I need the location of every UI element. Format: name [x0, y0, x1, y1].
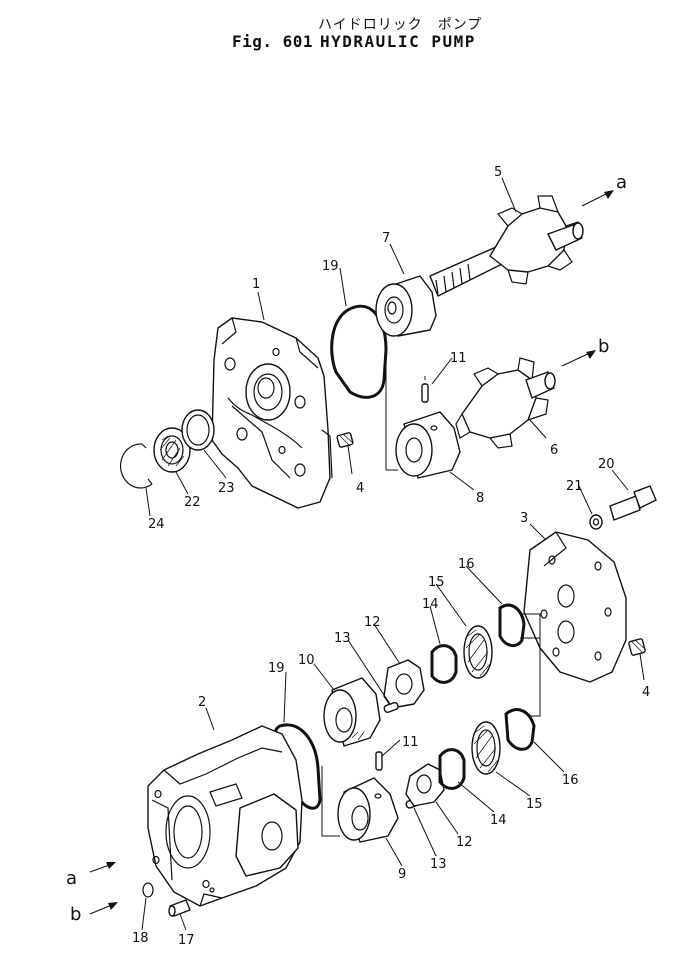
callout-17: 17: [178, 933, 195, 948]
callout-20: 20: [598, 457, 615, 472]
part-8-bushing: [395, 411, 461, 479]
flow-label-b-bottom: b: [70, 904, 81, 925]
callout-3: 3: [520, 511, 528, 526]
callout-4-upper: 4: [356, 481, 364, 496]
part-12-seal-plate-upper: [383, 659, 425, 709]
flow-label-a-bottom: a: [66, 868, 77, 889]
part-23-seal: [181, 409, 215, 451]
leader-lines: [141, 177, 645, 931]
callout-5: 5: [494, 165, 502, 180]
callout-16-lower: 16: [562, 773, 579, 788]
part-16-gasket-lower: [504, 708, 536, 751]
callout-11-upper: 11: [450, 351, 467, 366]
callout-14-upper: 14: [422, 597, 439, 612]
callout-13-lower: 13: [430, 857, 447, 872]
part-6-driven-gear: [455, 357, 556, 449]
callout-12-lower: 12: [456, 835, 473, 850]
callout-19-lower: 19: [268, 661, 285, 676]
callout-4-right: 4: [642, 685, 650, 700]
callout-10: 10: [298, 653, 315, 668]
callout-21: 21: [566, 479, 583, 494]
callout-2: 2: [198, 695, 206, 710]
part-20-bolt: [609, 485, 657, 521]
part-22-bearing: [153, 427, 191, 473]
flow-label-b-top: b: [598, 336, 609, 357]
part-18-ring: [142, 882, 154, 898]
part-12-seal-plate-lower: [405, 763, 445, 807]
callout-18: 18: [132, 931, 149, 946]
part-21-washer: [589, 514, 603, 530]
part-13-pin-upper: [383, 701, 399, 714]
callout-7: 7: [382, 231, 390, 246]
part-3-rear-cover: [523, 531, 627, 683]
callout-1: 1: [252, 277, 260, 292]
callout-12-upper: 12: [364, 615, 381, 630]
callout-24: 24: [148, 517, 165, 532]
part-16-gasket-upper: [498, 603, 526, 647]
part-9-bushing: [337, 777, 399, 843]
callout-13-upper: 13: [334, 631, 351, 646]
callout-14-lower: 14: [490, 813, 507, 828]
assembly-guide-lines: [321, 350, 541, 837]
part-24-snap-ring: [120, 443, 153, 489]
flow-label-a-top: a: [616, 172, 627, 193]
part-1-front-cover: [211, 317, 333, 509]
part-11-pin-lower: [375, 751, 383, 771]
part-15-bearing-upper: [463, 625, 493, 679]
part-2-pump-body: [147, 725, 303, 907]
callout-15-lower: 15: [526, 797, 543, 812]
part-17-dowel: [168, 899, 191, 917]
part-7-bushing: [375, 275, 437, 337]
part-14-seal-lower: [438, 748, 466, 790]
callout-6: 6: [550, 443, 558, 458]
part-11-pin-upper: [421, 376, 429, 403]
diagram-title: HYDRAULIC PUMP: [320, 32, 476, 51]
callout-9: 9: [398, 867, 406, 882]
callout-22: 22: [184, 495, 201, 510]
part-5-drive-gear-shaft: [429, 195, 584, 297]
figure-number: Fig. 601: [232, 32, 314, 51]
japanese-title: ハイドロリック ポンプ: [318, 17, 483, 33]
flow-arrows: [89, 190, 614, 915]
part-15-bearing-lower: [471, 721, 501, 775]
callout-8: 8: [476, 491, 484, 506]
part-4-plug-upper: [336, 432, 354, 448]
part-4-plug-right: [628, 638, 646, 656]
callout-labels: 1 2 3 4 4 5 6 7 8 9 10 11 11 12 12 13 13…: [66, 165, 650, 948]
part-10-bushing: [323, 677, 381, 747]
callout-16-upper: 16: [458, 557, 475, 572]
part-14-seal-upper: [430, 644, 458, 684]
callout-23: 23: [218, 481, 235, 496]
callout-11-lower: 11: [402, 735, 419, 750]
callout-15-upper: 15: [428, 575, 445, 590]
callout-19-upper: 19: [322, 259, 339, 274]
